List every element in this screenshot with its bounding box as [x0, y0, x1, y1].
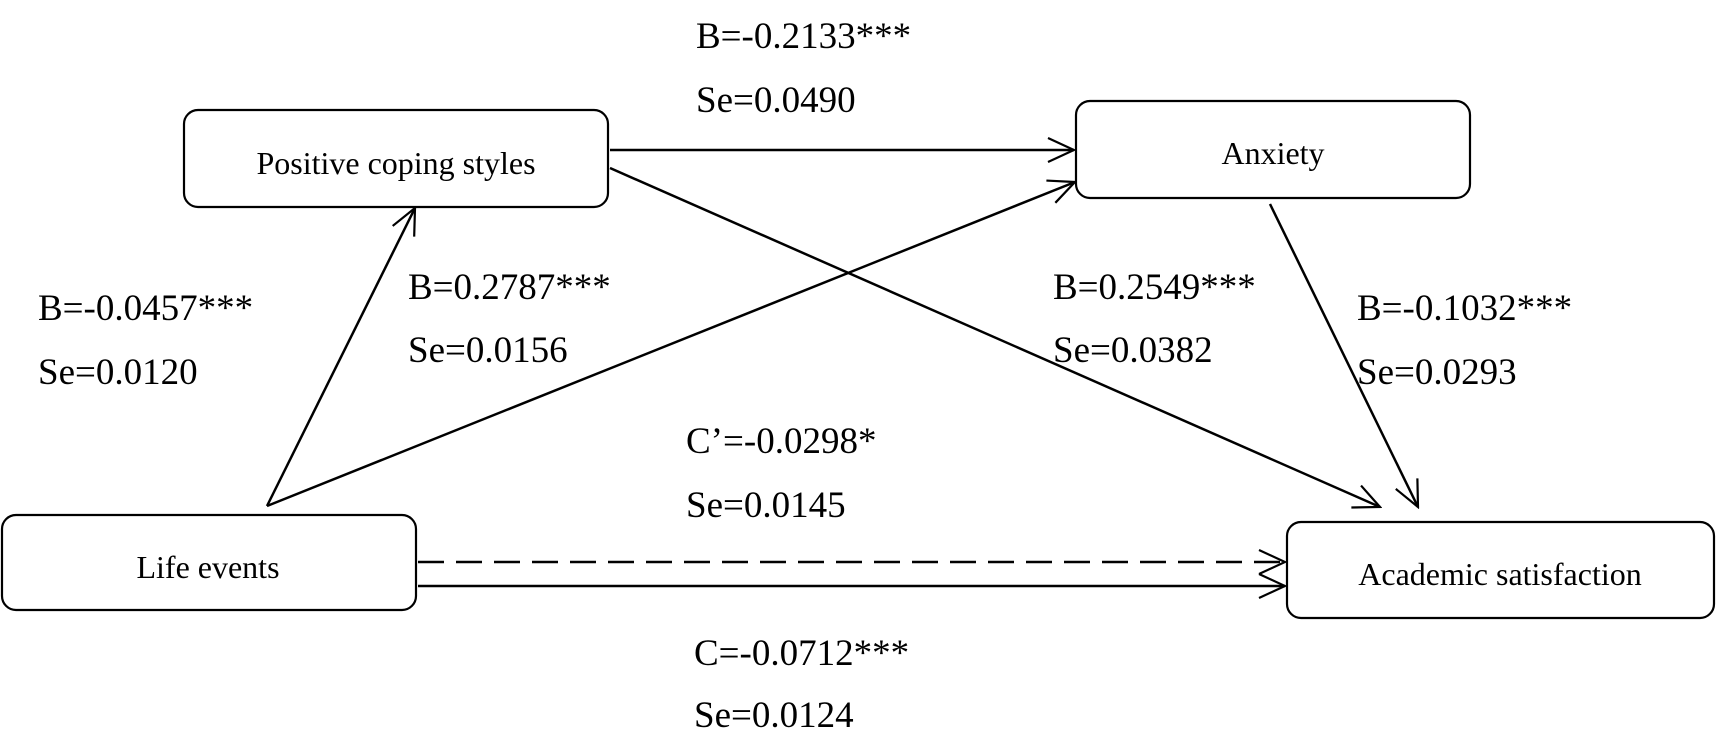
arrow-coping-to-academic — [609, 166, 1380, 507]
node-academic-satisfaction: Academic satisfaction — [1285, 520, 1716, 620]
node-label-academic-satisfaction: Academic satisfaction — [1358, 556, 1641, 592]
coef-life-to-anxiety: B=0.2787*** — [408, 267, 611, 308]
node-label-life-events: Life events — [136, 549, 279, 585]
coef-total-effect: C=-0.0712*** — [694, 633, 909, 674]
se-total-effect: Se=0.0124 — [694, 695, 854, 733]
node-anxiety: Anxiety — [1074, 99, 1472, 200]
se-anxiety-to-academic: Se=0.0293 — [1357, 352, 1517, 393]
node-life-events: Life events — [0, 513, 418, 612]
node-label-anxiety: Anxiety — [1221, 135, 1324, 171]
se-coping-to-academic: Se=0.0382 — [1053, 330, 1213, 371]
node-positive-coping-styles: Positive coping styles — [182, 108, 610, 209]
arrow-life-to-coping — [265, 208, 415, 507]
node-label-positive-coping-styles: Positive coping styles — [256, 145, 535, 181]
coef-direct-effect: C’=-0.0298* — [686, 421, 876, 462]
coef-coping-to-academic: B=0.2549*** — [1053, 267, 1256, 308]
arrow-life-to-anxiety — [266, 182, 1075, 508]
coef-life-to-coping: B=-0.0457*** — [38, 288, 253, 329]
coef-coping-to-anxiety: B=-0.2133*** — [696, 16, 911, 57]
se-direct-effect: Se=0.0145 — [686, 485, 846, 526]
coef-anxiety-to-academic: B=-0.1032*** — [1357, 288, 1572, 329]
se-life-to-coping: Se=0.0120 — [38, 352, 198, 393]
se-life-to-anxiety: Se=0.0156 — [408, 330, 568, 371]
arrow-anxiety-to-academic — [1268, 203, 1418, 507]
se-coping-to-anxiety: Se=0.0490 — [696, 80, 856, 121]
